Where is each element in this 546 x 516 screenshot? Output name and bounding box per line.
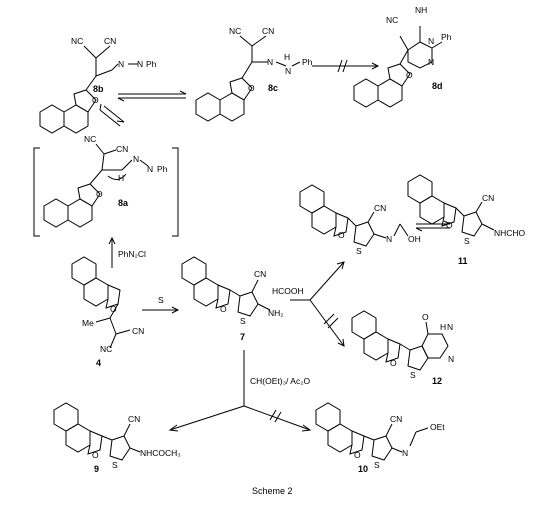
compound-label-7: 7: [240, 332, 245, 342]
atom-label: O: [248, 83, 255, 93]
atom-label: S: [112, 460, 118, 470]
atom-label: O: [92, 95, 99, 105]
atom-label: N: [133, 154, 139, 164]
compound-7-structure: [181, 256, 271, 317]
atom-label: Ph: [157, 164, 168, 174]
atom-label: N: [137, 59, 143, 69]
atom-label: NH₂: [268, 308, 284, 318]
compound-8b-structure: [39, 45, 138, 134]
compound-8a-structure: [33, 143, 179, 237]
atom-label: O: [446, 220, 453, 230]
atom-label: O: [338, 230, 345, 240]
atom-label: S: [356, 246, 362, 256]
atom-label: N: [147, 164, 153, 174]
atom-label: H: [284, 52, 290, 62]
atom-label: CN: [390, 414, 402, 424]
reagent-sulfur: S: [158, 295, 164, 305]
compound-label-11: 11: [458, 256, 468, 266]
atom-label: S: [464, 236, 470, 246]
scheme-caption: Scheme 2: [252, 486, 293, 496]
atom-label: N: [285, 66, 291, 76]
atom-label: NC: [229, 26, 241, 36]
atom-label: O: [390, 358, 397, 368]
atom-label: Ph: [146, 59, 157, 69]
atom-label: CN: [128, 414, 140, 424]
atom-label: N: [386, 234, 392, 244]
compound-label-8a: 8a: [118, 198, 129, 208]
atom-label: H: [440, 322, 446, 332]
atom-label: NHCHO: [494, 228, 526, 238]
atom-label: CN: [374, 203, 386, 213]
atom-label: N: [447, 322, 453, 332]
atom-label: NH: [415, 5, 427, 15]
compound-label-4: 4: [96, 358, 101, 368]
atom-label: Ph: [302, 57, 313, 67]
atom-label: S: [374, 460, 380, 470]
reagent-diazonium: PhN₂Cl: [118, 249, 146, 259]
compound-8c-structure: [195, 35, 301, 122]
atom-label: N: [448, 354, 454, 364]
atom-label: Me: [82, 318, 94, 328]
compound-label-10: 10: [358, 464, 368, 474]
atom-label: O: [406, 70, 413, 80]
atom-label: CN: [262, 26, 274, 36]
atom-label: OH: [408, 234, 421, 244]
atom-label: CN: [104, 36, 116, 46]
atom-label: N: [428, 57, 434, 67]
atom-label: O: [92, 450, 99, 460]
atom-label: O: [96, 189, 103, 199]
atom-label: N: [428, 36, 434, 46]
atom-label: N: [402, 448, 408, 458]
atom-label: N: [267, 57, 273, 67]
atom-label: Ph: [441, 32, 452, 42]
atom-label: S: [410, 370, 416, 380]
atom-label: O: [110, 304, 117, 314]
atom-label: H: [118, 173, 124, 183]
compound-label-12: 12: [432, 376, 442, 386]
atom-label: S: [240, 316, 246, 326]
reagent-formic: HCOOH: [272, 286, 304, 296]
compound-10-structure: [315, 402, 429, 461]
compound-4-structure: [71, 256, 131, 349]
atom-label: O: [422, 312, 429, 322]
atom-label: O: [220, 304, 227, 314]
atom-label: N: [118, 59, 124, 69]
atom-label: NHCOCH₃: [140, 448, 181, 458]
atom-label: CN: [116, 144, 128, 154]
atom-label: NC: [71, 36, 83, 46]
compound-9-structure: [53, 402, 141, 461]
compound-11-structure: [407, 174, 495, 237]
compound-8d-structure: [353, 26, 443, 108]
atom-label: NC: [84, 134, 96, 144]
atom-label: OEt: [430, 422, 445, 432]
compound-label-8b: 8b: [93, 84, 104, 94]
atom-label: CN: [482, 193, 494, 203]
atom-label: NC: [100, 344, 112, 354]
atom-label: O: [354, 450, 361, 460]
compound-label-9: 9: [94, 464, 99, 474]
reagent-orthoformate: CH(OEt)₃/ Ac₂O: [250, 376, 311, 386]
atom-label: CN: [254, 269, 266, 279]
compound-imidate-structure: [299, 184, 409, 247]
atom-label: CN: [132, 326, 144, 336]
compound-label-8c: 8c: [268, 83, 278, 93]
compound-label-8d: 8d: [432, 81, 443, 91]
compound-12-structure: [351, 310, 449, 371]
atom-label: NC: [386, 15, 398, 25]
